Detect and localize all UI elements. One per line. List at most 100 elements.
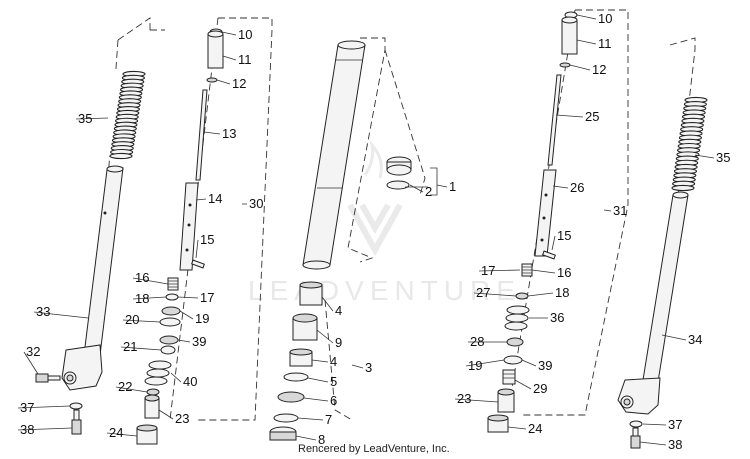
leader-l-2 [409,184,424,193]
leader-l-29 [514,379,532,390]
rod-13 [195,89,208,181]
leader-l-25 [555,114,584,118]
callout-l-33: 33 [36,304,50,319]
piston-39-right [503,355,523,365]
pin-15-right [542,250,556,260]
tube-11-right [561,16,578,55]
valve-19 [161,306,181,316]
leader-l-35 [75,117,109,120]
leader-l-13 [203,131,221,135]
cartridge-26 [534,169,557,257]
washer-22 [146,388,160,396]
callout-l-18a: 18 [135,291,149,306]
washer-5 [283,372,309,382]
callout-l-19a: 19 [195,311,209,326]
callout-l-14: 14 [208,191,222,206]
callout-l-10b: 10 [598,11,612,26]
callout-l-7: 7 [325,412,332,427]
leader-l-17b [478,269,521,272]
leader-l-6 [303,397,329,402]
valve-body-23 [144,394,160,419]
leader-l-3 [351,364,364,369]
callout-l-19b: 19 [468,358,482,373]
callout-l-15a: 15 [200,232,214,247]
leader-l-32 [23,351,39,375]
leader-l-20 [122,319,161,323]
callout-l-13: 13 [222,126,236,141]
leader-l-1 [436,184,448,188]
callout-l-11a: 11 [238,52,252,67]
nut-28 [506,337,524,347]
bolt-38-right [630,427,641,449]
callout-l-24a: 24 [109,425,123,440]
leader-l-23b [454,398,499,403]
leader-l-22 [115,386,148,393]
callout-l-37b: 37 [668,417,682,432]
tube-11 [207,30,224,69]
callout-l-32: 32 [26,344,40,359]
outer-tube-34 [617,191,689,415]
dust-seal-8 [269,426,297,441]
callout-l-1: 1 [449,179,456,194]
leader-l-19a [179,310,194,320]
spring-16 [167,277,179,291]
leader-l-4a [321,296,334,312]
callout-l-28: 28 [470,334,484,349]
bolt-38 [71,409,82,435]
washer-18 [165,293,179,301]
callout-l-26: 26 [570,180,584,195]
washer-37 [69,402,83,410]
callout-l-4b: 4 [330,354,337,369]
clip-7 [273,413,299,423]
callout-l-24b: 24 [528,421,542,436]
leader-l-10a [221,31,237,36]
callout-l-30: 30 [249,196,263,211]
callout-l-34: 34 [688,332,702,347]
callout-l-6: 6 [330,393,337,408]
outer-tube-33 [61,165,124,391]
callout-l-25: 25 [585,109,599,124]
piston-39 [159,335,179,345]
center-group [269,37,438,441]
callout-l-12b: 12 [592,62,606,77]
callout-l-39a: 39 [192,334,206,349]
leader-l-39a [177,339,191,343]
callout-l-23a: 23 [175,411,189,426]
leader-l-5 [307,377,329,383]
leader-l-17a [177,296,199,299]
shim-stack-36 [504,305,530,331]
seal-6 [277,391,305,403]
clip-12 [206,77,218,83]
washer-27 [515,292,529,300]
leader-l-8 [295,435,317,441]
right-leg-group [617,37,708,449]
inner-tube-3 [302,40,366,270]
leader-l-23a [158,409,174,420]
callout-l-16a: 16 [135,270,149,285]
leader-lines [17,14,715,446]
leader-l-38a [17,427,73,431]
rendered-by-credit: Rencered by LeadVenture, Inc. [298,443,450,455]
callout-l-39b: 39 [538,358,552,373]
watermark: LEADVENTURE [248,139,521,306]
shim-stack-40 [144,360,172,386]
watermark-text: LEADVENTURE [248,275,521,306]
leader-l-21 [120,346,162,351]
callout-l-5: 5 [330,374,337,389]
callout-l-17a: 17 [200,290,214,305]
leader-l-9 [316,329,334,344]
bushing-24 [136,424,158,445]
callout-l-23b: 23 [457,391,471,406]
leader-l-34 [661,334,687,341]
shim-20 [159,317,181,327]
bushing-4-bottom [289,348,313,367]
callout-l-29: 29 [533,381,547,396]
callout-l-21: 21 [123,339,137,354]
leader-l-31 [603,209,612,212]
callout-l-22: 22 [118,379,132,394]
leader-l-14 [195,198,207,201]
spring-35 [108,70,146,160]
leader-l-40 [170,372,182,383]
leader-l-18a [132,296,167,300]
